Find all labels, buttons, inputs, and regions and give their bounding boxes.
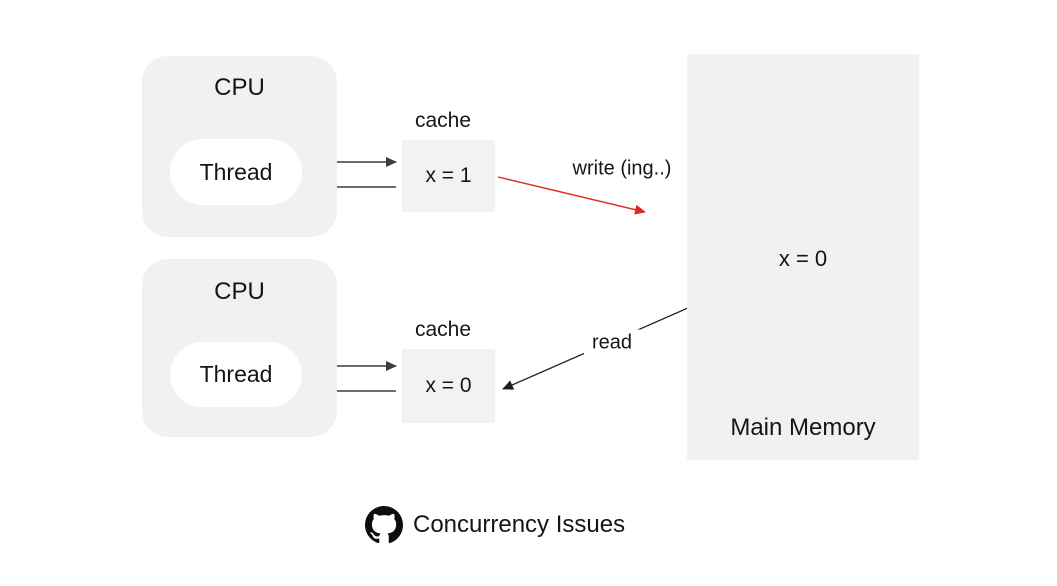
cpu-box-bottom: CPU Thread [142,259,337,437]
cache-title-bottom: cache [414,318,472,341]
footer: Concurrency Issues [365,506,625,544]
thread-pill-bottom: Thread [170,342,302,407]
thread-label-top: Thread [199,158,273,185]
cpu-box-top: CPU Thread [142,56,337,237]
memory-title: Main Memory [730,414,876,441]
cache-box-bottom: x = 0 [402,349,495,423]
cpu-label-bottom: CPU [214,278,265,305]
cache-value-top: x = 1 [425,164,472,187]
cache-value-bottom: x = 0 [425,374,472,397]
cache-box-top: x = 1 [402,140,495,212]
cache-title-top: cache [414,109,472,132]
footer-title: Concurrency Issues [413,511,626,538]
write-arrow-label: write (ing..) [572,157,672,180]
main-memory-box: x = 0 Main Memory [687,54,919,460]
memory-value: x = 0 [778,246,828,271]
read-arrow-label: read [583,329,641,357]
github-icon [365,506,403,544]
thread-label-bottom: Thread [199,361,273,387]
write-arrow [497,176,646,215]
cpu-label-top: CPU [214,74,265,101]
thread-pill-top: Thread [170,139,302,205]
